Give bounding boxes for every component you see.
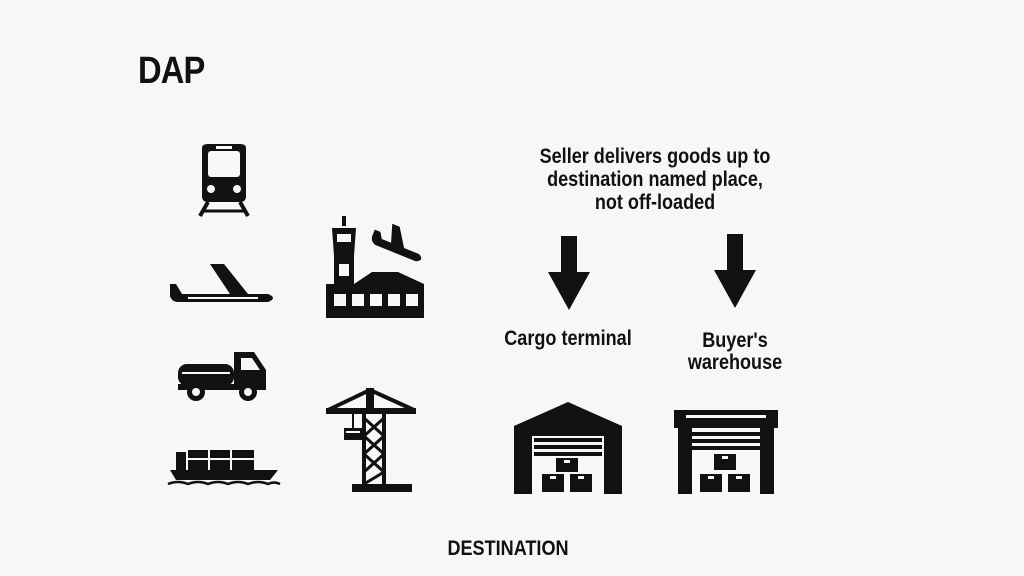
label-line: warehouse <box>687 351 783 374</box>
caption-line: Seller delivers goods up to <box>539 145 771 168</box>
destination-label-buyers-warehouse: Buyer's warehouse <box>666 330 804 374</box>
caption-line: not off-loaded <box>594 191 716 214</box>
airplane-icon <box>170 264 273 302</box>
delivery-caption: Seller delivers goods up to destination … <box>496 145 814 214</box>
footer-label: DESTINATION <box>447 537 569 560</box>
train-icon <box>198 144 250 217</box>
destination-label-cargo-terminal: Cargo terminal <box>491 328 646 350</box>
warehouse-icon <box>514 402 622 494</box>
truck-icon <box>178 352 266 401</box>
label-line: Buyer's <box>702 329 768 352</box>
warehouse-icon <box>674 410 778 494</box>
caption-line: destination named place, <box>547 168 763 191</box>
label-line: Cargo terminal <box>504 327 632 350</box>
down-arrow-icon <box>714 234 756 308</box>
slide-title: DAP <box>138 50 205 92</box>
port-crane-icon <box>326 387 416 492</box>
airport-icon <box>326 216 424 318</box>
cargo-ship-icon <box>167 450 281 486</box>
down-arrow-icon <box>548 236 590 310</box>
